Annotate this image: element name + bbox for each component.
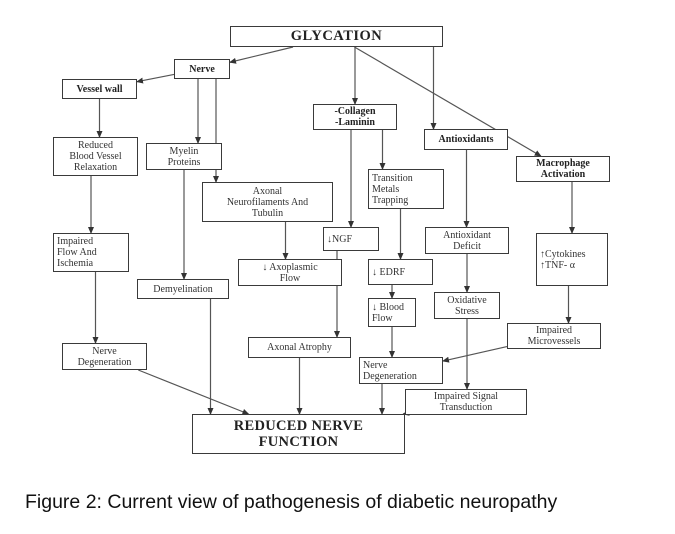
- node-label-line: -Collagen: [334, 106, 376, 117]
- node-label-line: ↓ Blood: [372, 301, 404, 313]
- node-label-line: Relaxation: [73, 162, 118, 173]
- node-label-line: Reduced: [78, 140, 113, 151]
- node-label-line: Microvessels: [527, 336, 581, 347]
- figure-caption: Figure 2: Current view of pathogenesis o…: [25, 491, 558, 513]
- node-decreased-ngf: ↓NGF: [323, 227, 379, 251]
- node-label-line: Activation: [540, 169, 586, 180]
- node-decreased-edrf: ↓ EDRF: [368, 259, 433, 285]
- node-label-line: ↓NGF: [327, 233, 353, 245]
- node-label-line: Transduction: [439, 402, 493, 413]
- node-nerve: Nerve: [174, 59, 230, 79]
- node-label-line: Axonal: [252, 185, 283, 197]
- node-label-line: Vessel wall: [76, 83, 123, 95]
- node-collagen-laminin: -Collagen-Laminin: [313, 104, 397, 130]
- node-label-line: Flow And: [57, 247, 97, 258]
- node-label-line: Impaired Signal: [433, 391, 499, 402]
- node-label-line: Flow: [279, 272, 301, 284]
- node-label-line: Tubulin: [251, 207, 284, 219]
- node-label-line: Trapping: [372, 194, 409, 206]
- node-label-line: ↑TNF- α: [540, 259, 575, 271]
- node-label-line: Neurofilaments And: [226, 196, 309, 208]
- node-demyelination: Demyelination: [137, 279, 229, 299]
- node-label-line: Nerve: [92, 345, 117, 357]
- node-label-line: Antioxidant: [443, 229, 491, 241]
- node-label-line: Flow: [372, 312, 393, 324]
- edge-glycation-to-nerve: [229, 46, 294, 64]
- node-label-line: Degeneration: [77, 356, 132, 368]
- node-antioxidants: Antioxidants: [424, 129, 508, 150]
- node-label-line: GLYCATION: [290, 28, 383, 44]
- node-label-line: -Laminin: [334, 117, 375, 128]
- node-label-line: Macrophage: [536, 158, 590, 169]
- edge-nerve-to-vessel-wall: [136, 73, 175, 84]
- node-vessel-wall: Vessel wall: [62, 79, 137, 99]
- node-label-line: Metals: [372, 183, 400, 195]
- node-label-line: Degeneration: [363, 370, 417, 382]
- node-label-line: Stress: [455, 305, 479, 317]
- node-label-line: Transition: [372, 172, 413, 184]
- node-label-line: Proteins: [167, 156, 201, 168]
- node-label-line: ↓ Axoplasmic: [262, 261, 318, 273]
- node-label-line: FUNCTION: [258, 434, 339, 450]
- node-label-line: Blood Vessel: [69, 151, 122, 162]
- node-glycation: GLYCATION: [230, 26, 443, 47]
- node-label-line: Oxidative: [447, 294, 487, 306]
- node-label-line: Deficit: [453, 240, 481, 252]
- node-label-line: Impaired: [57, 236, 94, 247]
- edge-glycation-to-macrophage-activation: [354, 46, 542, 157]
- node-label-line: Myelin: [169, 145, 199, 157]
- node-label-line: Axonal Atrophy: [267, 342, 332, 353]
- node-label-line: REDUCED NERVE: [233, 418, 364, 434]
- node-axonal-atrophy: Axonal Atrophy: [248, 337, 351, 358]
- node-label-line: Nerve: [363, 359, 388, 371]
- node-increased-cytokines-tnf-alpha: ↑Cytokines↑TNF- α: [536, 233, 608, 286]
- edge-impaired-microvessels-to-nerve-degeneration-right: [442, 346, 508, 363]
- node-label-line: Demyelination: [153, 283, 213, 295]
- node-label-line: ↓ EDRF: [372, 266, 406, 278]
- node-label-line: ↑Cytokines: [540, 248, 586, 260]
- edge-nerve-degeneration-left-to-reduced-nerve-function: [138, 369, 250, 415]
- node-label-line: Antioxidants: [438, 134, 494, 145]
- node-label-line: Impaired: [535, 325, 573, 336]
- node-label-line: Ischemia: [57, 258, 94, 269]
- node-label-line: Nerve: [189, 63, 215, 75]
